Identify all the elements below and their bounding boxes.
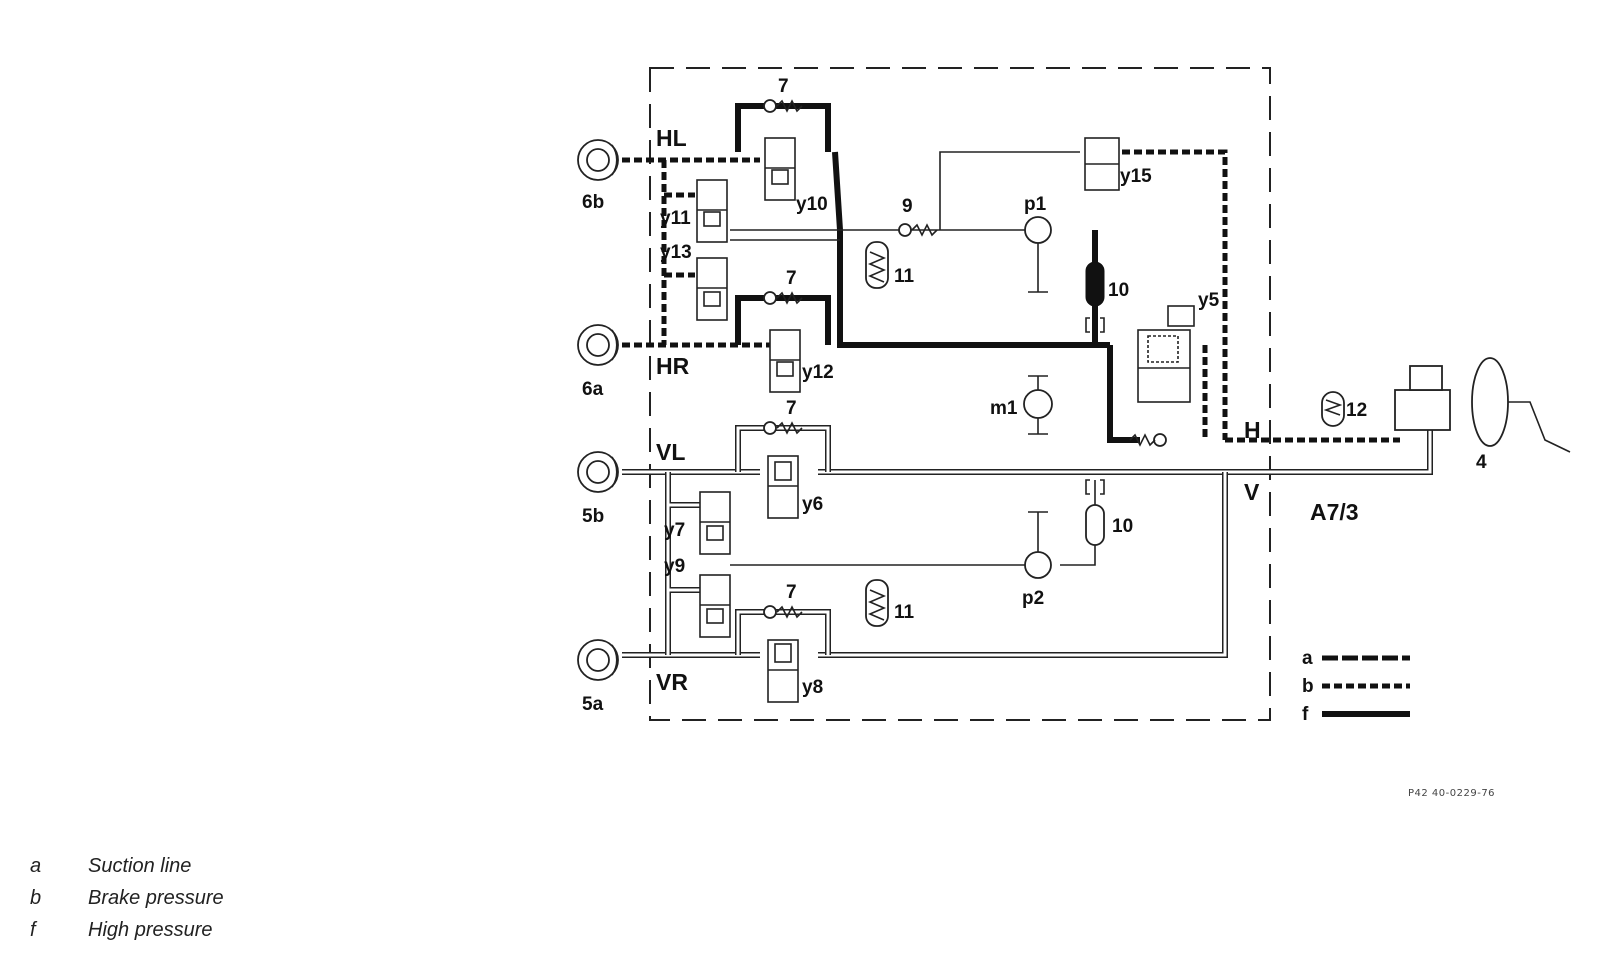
high-pressure-check-top [735, 103, 831, 152]
solenoid-valve-y5 [1137, 305, 1195, 403]
brake-line-y15-return [1110, 149, 1400, 443]
label-y6: y6 [802, 494, 823, 515]
brake-line-vl [622, 430, 1433, 475]
legend-row: f High pressure [30, 914, 410, 946]
solenoid-valve-y11 [696, 179, 728, 243]
legend-text: Brake pressure [88, 887, 224, 909]
motor-m1 [1023, 375, 1053, 435]
label-p2: p2 [1022, 588, 1044, 609]
high-pressure-check-hr [735, 295, 831, 345]
label-4: 4 [1476, 452, 1487, 473]
label-y7: y7 [664, 520, 685, 541]
pump-p2 [1024, 511, 1052, 579]
solenoid-valve-y13 [696, 257, 728, 321]
wheel-brake-5b [577, 451, 619, 493]
legend: a Suction line b Brake pressure f High p… [30, 850, 410, 946]
check-valve-7-vr [763, 605, 803, 619]
label-y13: y13 [660, 242, 692, 263]
label-10-bottom: 10 [1112, 516, 1133, 537]
label-y12: y12 [802, 362, 834, 383]
legend-text: High pressure [88, 919, 213, 941]
label-m1: m1 [990, 398, 1018, 419]
label-y9: y9 [664, 556, 685, 577]
label-y11: y11 [660, 208, 691, 229]
wheel-brake-5a [577, 639, 619, 681]
accumulator-12 [1321, 391, 1345, 427]
label-vr: VR [656, 669, 688, 695]
label-p1: p1 [1024, 194, 1047, 215]
wheel-brake-6b [577, 139, 619, 181]
brake-line-vl [622, 430, 1432, 474]
label-h: H [1244, 417, 1261, 443]
wheel-brake-6a [577, 324, 619, 366]
damper-10-bottom [1085, 479, 1105, 546]
solenoid-valve-y10 [764, 137, 796, 201]
label-6b: 6b [582, 192, 604, 213]
label-7-vr: 7 [786, 582, 797, 603]
solenoid-valve-y6 [767, 455, 799, 519]
accumulator-11-bottom [865, 579, 889, 627]
label-10-top: 10 [1108, 280, 1129, 301]
solenoid-valve-y9 [699, 574, 731, 638]
legend-text: Suction line [88, 855, 192, 877]
label-vl: VL [656, 439, 685, 465]
label-y8: y8 [802, 677, 823, 698]
front-check-loops [736, 426, 830, 655]
label-12: 12 [1346, 400, 1367, 421]
hydraulic-unit-outline [649, 67, 1271, 721]
label-5b: 5b [582, 506, 604, 527]
label-y5: y5 [1198, 290, 1220, 311]
damper-10-top [1085, 261, 1105, 333]
legend-key: a [30, 855, 42, 877]
solenoid-valve-y12 [769, 329, 801, 393]
check-valve-return [1129, 433, 1167, 447]
accumulator-11-top [865, 241, 889, 289]
brake-line-front-branch [666, 472, 700, 655]
label-7-hr: 7 [786, 268, 797, 289]
legend-row: a Suction line [30, 850, 410, 882]
label-11-bottom: 11 [894, 602, 915, 623]
restrictor-9 [898, 223, 938, 237]
legend-key: b [30, 887, 42, 909]
label-6a: 6a [582, 379, 604, 400]
solenoid-valve-y7 [699, 491, 731, 555]
legend-key-f: f [1302, 704, 1309, 725]
check-valve-7-hr [763, 291, 803, 305]
label-5a: 5a [582, 694, 604, 715]
solenoid-valve-y15 [1084, 137, 1120, 191]
solenoid-valve-y8 [767, 639, 799, 703]
label-7-top: 7 [778, 76, 789, 97]
legend-key-b: b [1302, 676, 1314, 697]
label-11-top: 11 [894, 266, 915, 287]
check-valve-7-vl [763, 421, 803, 435]
check-valve-7-top [763, 99, 803, 113]
label-9: 9 [902, 196, 913, 217]
label-y15: y15 [1120, 166, 1152, 187]
legend-key-a: a [1302, 648, 1313, 669]
label-hl: HL [656, 125, 687, 151]
brake-line-rear-branch [661, 160, 695, 345]
master-cylinder-4 [1394, 357, 1571, 453]
label-7-vl: 7 [786, 398, 797, 419]
label-a7-3: A7/3 [1310, 499, 1359, 525]
return-line-rear [730, 151, 1080, 241]
label-v: V [1244, 479, 1260, 505]
legend-row: b Brake pressure [30, 882, 410, 914]
label-y10: y10 [796, 194, 828, 215]
reference-code: P42 40-0229-76 [1408, 788, 1496, 799]
label-hr: HR [656, 353, 690, 379]
legend-key: f [30, 919, 36, 941]
pump-p1 [1024, 216, 1052, 293]
